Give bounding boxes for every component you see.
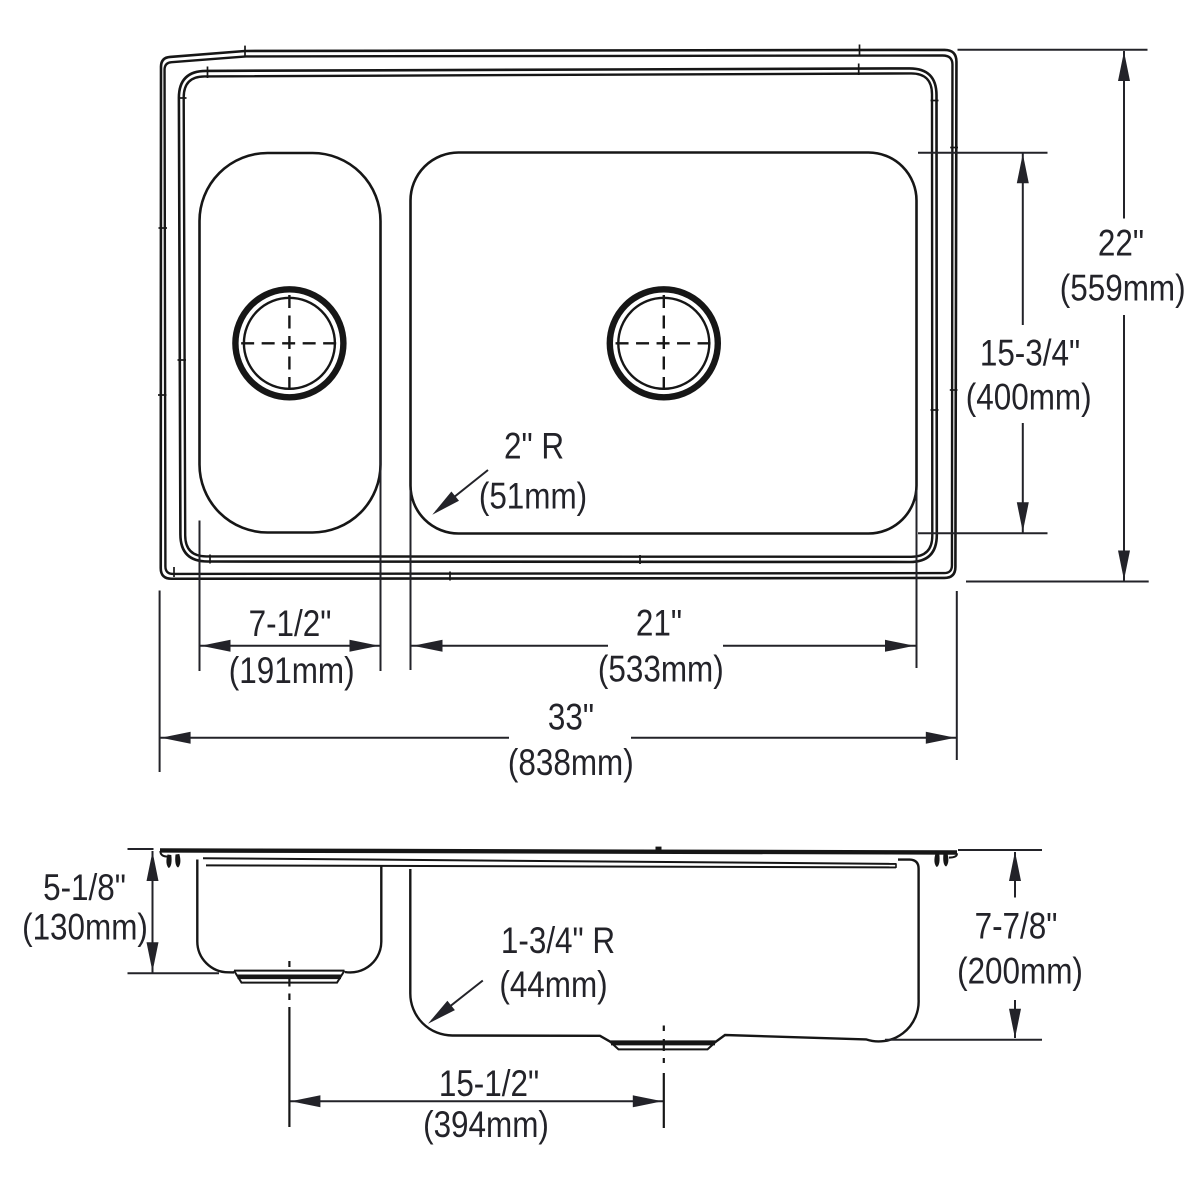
svg-text:(400mm): (400mm) [966,377,1092,418]
svg-text:(191mm): (191mm) [229,651,355,692]
svg-text:7-7/8": 7-7/8" [975,906,1058,947]
svg-text:21": 21" [636,603,682,644]
svg-text:5-1/8": 5-1/8" [43,868,126,909]
svg-text:(44mm): (44mm) [499,965,607,1006]
svg-text:15-1/2": 15-1/2" [439,1064,539,1105]
svg-text:(51mm): (51mm) [479,476,587,517]
svg-text:1-3/4" R: 1-3/4" R [501,921,615,962]
svg-text:7-1/2": 7-1/2" [249,604,332,645]
svg-text:15-3/4": 15-3/4" [980,333,1080,374]
svg-text:33": 33" [548,697,594,738]
svg-text:(559mm): (559mm) [1060,268,1186,309]
svg-text:(394mm): (394mm) [423,1105,549,1146]
svg-text:(533mm): (533mm) [598,649,724,690]
svg-text:2" R: 2" R [504,426,564,467]
svg-text:(838mm): (838mm) [508,743,634,784]
svg-text:(200mm): (200mm) [957,951,1083,992]
svg-text:(130mm): (130mm) [22,907,148,948]
svg-text:22": 22" [1098,223,1144,264]
